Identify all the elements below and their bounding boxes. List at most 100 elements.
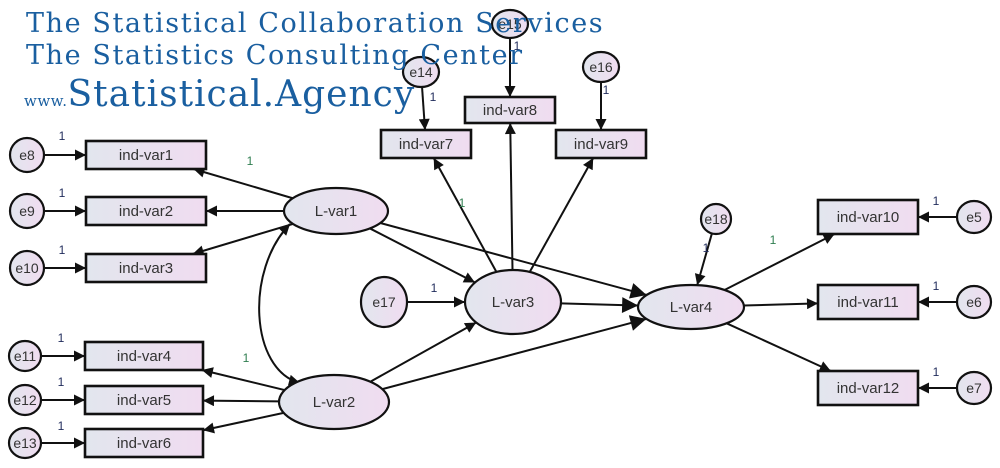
observed-variable-ind-var12[interactable]: ind-var12 bbox=[816, 369, 920, 407]
observed-variable-ind-var10[interactable]: ind-var10 bbox=[816, 198, 920, 236]
node-shape bbox=[8, 192, 46, 230]
path-l-var2-to-ind-var4 bbox=[201, 367, 285, 392]
error-term-e17[interactable]: e17 bbox=[359, 275, 409, 329]
node-label: e7 bbox=[966, 380, 982, 396]
node-shape bbox=[8, 136, 46, 174]
node-label: e17 bbox=[372, 294, 396, 310]
observed-variable-ind-var11[interactable]: ind-var11 bbox=[816, 283, 920, 321]
node-shape bbox=[7, 426, 43, 460]
node-label: ind-var5 bbox=[117, 392, 171, 409]
node-shape bbox=[282, 186, 390, 236]
node-label: e5 bbox=[966, 209, 982, 225]
node-shape bbox=[359, 275, 409, 329]
node-label: L-var3 bbox=[492, 294, 535, 311]
node-label: e16 bbox=[589, 59, 613, 75]
node-label: e18 bbox=[704, 211, 728, 227]
node-shape bbox=[8, 249, 46, 287]
node-shape bbox=[84, 252, 208, 284]
node-label: e13 bbox=[13, 435, 37, 451]
path-weight-label: 1 bbox=[459, 196, 466, 210]
node-label: ind-var7 bbox=[399, 136, 453, 153]
latent-variable-l-var3[interactable]: L-var3 bbox=[463, 268, 563, 336]
error-term-e7[interactable]: e7 bbox=[955, 370, 993, 406]
error-term-e9[interactable]: e9 bbox=[8, 192, 46, 230]
path-l-var1-to-ind-var3 bbox=[192, 222, 294, 257]
path-weight-label: 1 bbox=[770, 233, 777, 247]
path-weight-label: 1 bbox=[430, 90, 437, 104]
node-shape bbox=[84, 139, 208, 171]
node-label: L-var2 bbox=[313, 394, 356, 411]
observed-variable-ind-var3[interactable]: ind-var3 bbox=[84, 252, 208, 284]
node-shape bbox=[83, 427, 205, 459]
path-weight-label: 1 bbox=[59, 129, 66, 143]
latent-variable-l-var1[interactable]: L-var1 bbox=[282, 186, 390, 236]
path-weight-label: 1 bbox=[703, 241, 710, 255]
path-l-var4-to-ind-var10 bbox=[724, 233, 836, 291]
path-l-var3-to-ind-var8 bbox=[504, 122, 516, 271]
node-label: ind-var8 bbox=[483, 102, 537, 119]
node-label: e8 bbox=[19, 147, 35, 163]
observed-variable-ind-var4[interactable]: ind-var4 bbox=[83, 340, 205, 372]
node-label: ind-var9 bbox=[574, 136, 628, 153]
path-weight-label: 1 bbox=[514, 39, 521, 53]
node-label: ind-var10 bbox=[837, 209, 900, 226]
observed-variable-ind-var7[interactable]: ind-var7 bbox=[379, 128, 473, 160]
path-weight-label: 1 bbox=[59, 243, 66, 257]
error-term-e14[interactable]: e14 bbox=[401, 55, 441, 89]
error-term-e15[interactable]: e15 bbox=[490, 8, 530, 40]
node-label: ind-var6 bbox=[117, 435, 171, 452]
observed-variable-ind-var9[interactable]: ind-var9 bbox=[554, 128, 648, 160]
path-l-var2-to-l-var4 bbox=[382, 315, 647, 391]
path-l-var4-to-ind-var11 bbox=[743, 298, 819, 310]
node-label: e6 bbox=[966, 294, 982, 310]
error-term-e8[interactable]: e8 bbox=[8, 136, 46, 174]
node-label: e14 bbox=[409, 64, 433, 80]
edges-layer bbox=[41, 38, 957, 449]
node-shape bbox=[463, 268, 563, 336]
node-label: ind-var12 bbox=[837, 380, 900, 397]
node-shape bbox=[636, 283, 746, 331]
error-term-e5[interactable]: e5 bbox=[955, 199, 993, 235]
path-e14-to-ind-var7 bbox=[418, 86, 430, 131]
error-term-e12[interactable]: e12 bbox=[7, 383, 43, 417]
node-shape bbox=[277, 373, 391, 431]
node-shape bbox=[84, 195, 208, 227]
node-shape bbox=[490, 8, 530, 40]
path-l-var3-to-ind-var9 bbox=[528, 157, 595, 273]
path-l-var2-to-ind-var6 bbox=[202, 411, 284, 434]
observed-variable-ind-var5[interactable]: ind-var5 bbox=[83, 384, 205, 416]
node-label: ind-var11 bbox=[837, 294, 898, 311]
node-label: ind-var3 bbox=[119, 260, 173, 277]
latent-variable-l-var4[interactable]: L-var4 bbox=[636, 283, 746, 331]
path-weight-label: 1 bbox=[247, 154, 254, 168]
error-term-e13[interactable]: e13 bbox=[7, 426, 43, 460]
node-shape bbox=[816, 369, 920, 407]
latent-variable-l-var2[interactable]: L-var2 bbox=[277, 373, 391, 431]
node-shape bbox=[401, 55, 441, 89]
node-label: L-var1 bbox=[315, 203, 358, 220]
node-shape bbox=[7, 383, 43, 417]
error-term-e10[interactable]: e10 bbox=[8, 249, 46, 287]
error-term-e6[interactable]: e6 bbox=[955, 284, 993, 320]
observed-variable-ind-var1[interactable]: ind-var1 bbox=[84, 139, 208, 171]
node-shape bbox=[7, 339, 43, 373]
observed-variable-ind-var6[interactable]: ind-var6 bbox=[83, 427, 205, 459]
path-weight-label: 1 bbox=[933, 279, 940, 293]
path-l-var1-to-l-var3 bbox=[369, 227, 476, 284]
node-shape bbox=[955, 284, 993, 320]
error-term-e11[interactable]: e11 bbox=[7, 339, 43, 373]
path-weight-label: 1 bbox=[933, 194, 940, 208]
error-term-e16[interactable]: e16 bbox=[581, 50, 621, 84]
node-shape bbox=[379, 128, 473, 160]
path-weight-label: 1 bbox=[603, 83, 610, 97]
observed-variable-ind-var2[interactable]: ind-var2 bbox=[84, 195, 208, 227]
node-label: e15 bbox=[498, 16, 522, 32]
path-l-var1-to-l-var4 bbox=[380, 222, 647, 299]
path-l-var4-to-ind-var12 bbox=[726, 322, 832, 372]
path-weight-label: 1 bbox=[431, 281, 438, 295]
path-l-var2-to-ind-var5 bbox=[202, 395, 280, 407]
observed-variable-ind-var8[interactable]: ind-var8 bbox=[463, 95, 557, 125]
path-l-var2-to-l-var3 bbox=[369, 321, 477, 383]
error-term-e18[interactable]: e18 bbox=[699, 202, 733, 236]
path-e18-to-l-var4 bbox=[694, 233, 713, 286]
